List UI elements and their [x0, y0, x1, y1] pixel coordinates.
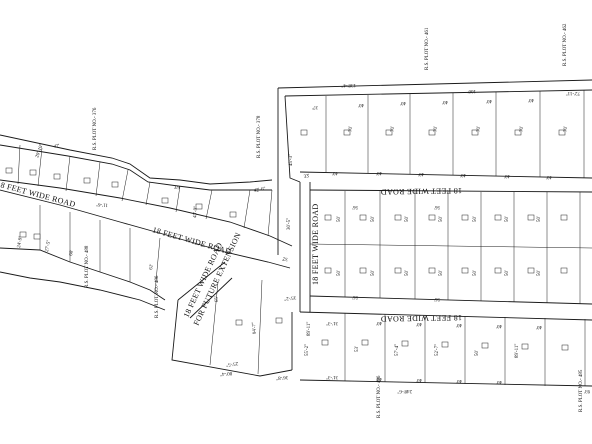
dim-label: 30'-5" [287, 218, 292, 230]
dim-label: 50' [505, 270, 510, 276]
plot-dividers [17, 90, 586, 386]
road-label-bottom-right: 18 FEET WIDE ROAD [381, 313, 463, 323]
dim-label: 40' [496, 323, 502, 328]
dim-label: 55'-2" [305, 344, 310, 356]
dim-label: 40' [460, 172, 466, 177]
dim-label: 138'-4" [341, 82, 356, 87]
dim-label: 89'-11" [307, 322, 312, 336]
dim-label: 56' [352, 294, 358, 299]
dim-label: 40' [536, 324, 542, 329]
dim-label: 47' [53, 144, 60, 150]
dim-label: 31'-3" [326, 374, 338, 379]
dim-label: 57'-4" [395, 344, 400, 356]
dim-label: 70' [349, 126, 354, 132]
dim-label: 40' [400, 100, 406, 105]
dim-label: 60' [69, 250, 75, 257]
dim-label: 40' [416, 321, 422, 326]
dim-label: 70' [391, 126, 396, 132]
dim-label: 50' [473, 216, 478, 222]
dim-label: 40' [496, 379, 502, 384]
dim-label: 45'-3" [289, 154, 294, 166]
rs-plot-label: R.S. PLOT NO.- 378 [257, 115, 262, 158]
dim-label: 40' [416, 377, 422, 382]
dim-label: 65' [214, 296, 220, 302]
dim-label: 40' [418, 171, 424, 176]
dim-label: 70' [564, 126, 569, 132]
dim-label: 56' [434, 296, 440, 301]
dim-label: 50' [439, 270, 444, 276]
dim-label: 33' [303, 174, 310, 180]
dim-label: 31'-3" [326, 320, 338, 325]
dim-label: 89'-11" [515, 344, 520, 358]
dim-label: 32' [282, 255, 288, 261]
dim-label: 27'-5" [45, 240, 52, 253]
dim-label: 50' [405, 270, 410, 276]
rs-plot-label: R.S. PLOT NO.- 486 [155, 275, 160, 318]
dim-label: 50' [371, 270, 376, 276]
rs-plot-label: R.S. PLOT NO.- 462 [563, 23, 568, 66]
dim-label: 40' [456, 322, 462, 327]
rs-plot-label: R.S. PLOT NO.- 486 [377, 375, 382, 418]
dim-label: 50' [473, 270, 478, 276]
rs-plot-label: R.S. PLOT NO.- 461 [425, 27, 430, 70]
dim-label: 40' [376, 320, 382, 325]
dim-label: 70' [520, 126, 525, 132]
dim-label: 72'-11" [566, 90, 581, 95]
dim-label: 36'-8" [276, 374, 288, 380]
dim-label: 56' [352, 204, 358, 209]
dim-label: 50' [337, 216, 342, 222]
dim-label: 40' [442, 99, 448, 104]
dim-label: 40' [376, 170, 382, 175]
dim-label: 20'-10" [35, 143, 45, 158]
plot-number-boxes [5, 129, 569, 351]
rs-plot-label: R.S. PLOT NO.- 485 [579, 369, 584, 412]
dim-label: 70' [434, 126, 439, 132]
dim-label: 80'-4" [220, 370, 232, 376]
dim-label: 40' [376, 376, 382, 381]
dim-label: 50' [337, 270, 342, 276]
dim-label: 63' [174, 183, 180, 189]
dim-label: 61' [149, 264, 155, 271]
dim-label: 40' [528, 97, 534, 102]
dim-label: 40' [486, 98, 492, 103]
dim-label: 37' [312, 104, 318, 109]
dim-label: 53' [355, 346, 360, 352]
dim-label: 50' [371, 216, 376, 222]
dim-label: 94'-7" [252, 322, 258, 334]
dim-label: 40' [456, 378, 462, 383]
dim-label: 248'-6" [397, 388, 412, 393]
dim-label: 50' [405, 216, 410, 222]
rs-plot-label: R.S. PLOT NO.- 376 [93, 107, 98, 150]
dim-label: 56' [434, 204, 440, 209]
dim-label: 40' [332, 170, 338, 175]
dim-label: 24'-9" [17, 236, 24, 249]
dim-label: 42'-6" [253, 187, 266, 194]
dim-label: 52'-7" [435, 344, 440, 356]
dim-label: 11'-6" [96, 201, 108, 207]
dim-label: 40' [358, 102, 364, 107]
dimension-labels: 138'-4" 100' 72'-11" 37' 40' 40' 40' 40'… [17, 82, 590, 393]
dim-label: 50' [505, 216, 510, 222]
dim-label: 50' [439, 216, 444, 222]
rs-plot-labels: R.S. PLOT NO.- 461 R.S. PLOT NO.- 462 R.… [85, 23, 584, 418]
rs-plot-label: R.S. PLOT NO.- 488 [85, 245, 90, 288]
dim-label: 100' [467, 88, 476, 93]
road-label-top-right: 18 FEET WIDE ROAD [381, 186, 463, 196]
dim-label: 35'-2" [284, 294, 297, 301]
dim-label: 40' [546, 174, 552, 179]
dim-label: 50' [537, 270, 542, 276]
dim-label: 25'-5" [226, 360, 239, 367]
boundary-lines [0, 79, 592, 387]
dim-label: 70' [477, 126, 482, 132]
dim-label: 43'-9" [193, 206, 199, 218]
dim-label: 50' [537, 216, 542, 222]
dim-label: 50' [475, 350, 480, 356]
road-label-vertical: 18 FEET WIDE ROAD [311, 204, 320, 285]
dim-label: 40' [504, 173, 510, 178]
dim-label: 93' [584, 388, 590, 393]
